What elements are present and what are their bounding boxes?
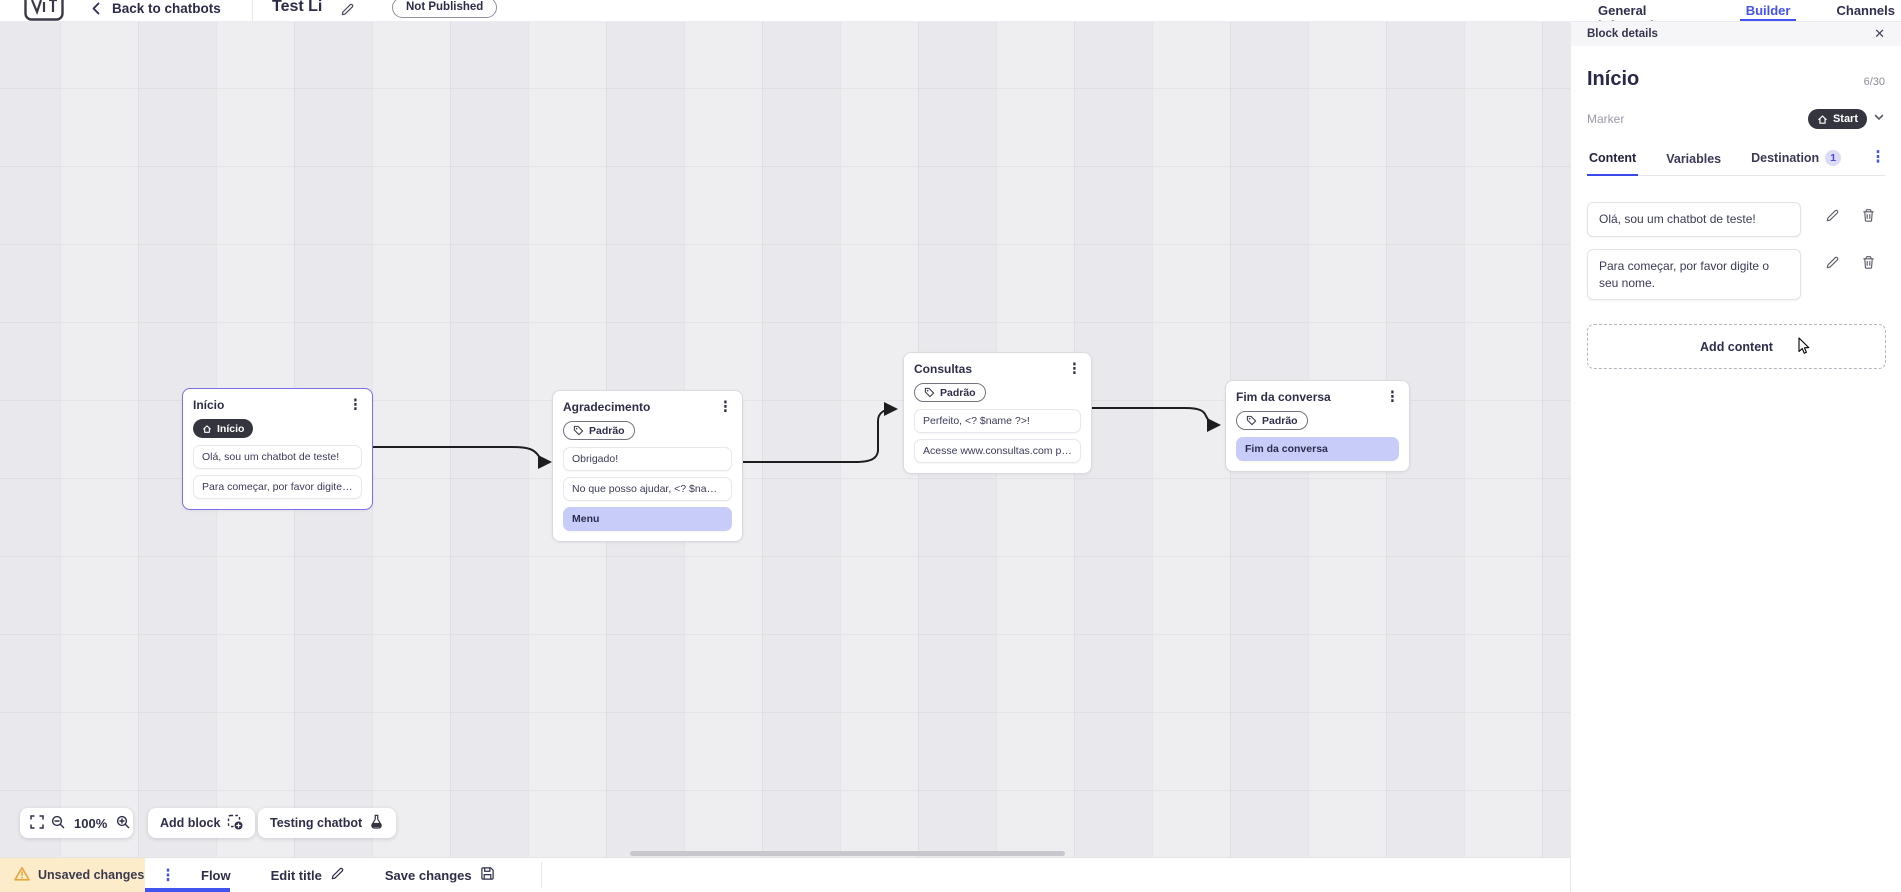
panel-tabs: Content Variables Destination 1 ⋮ — [1587, 147, 1885, 176]
chevron-down-icon[interactable] — [1873, 110, 1885, 128]
flow-block-inicio[interactable]: Início ⋮ Início Olá, sou um chatbot de t… — [182, 388, 373, 510]
home-icon — [1818, 114, 1827, 124]
block-menu-icon[interactable]: ⋮ — [1386, 387, 1399, 406]
block-details-bar: Block details ✕ — [1571, 22, 1901, 46]
content-text-box[interactable]: Olá, sou um chatbot de teste! — [1587, 202, 1801, 237]
padrao-marker-pill: Padrão — [1236, 411, 1308, 430]
tab-flow[interactable]: Flow — [201, 867, 231, 883]
app-logo[interactable] — [24, 0, 64, 21]
block-menu-icon[interactable]: ⋮ — [1068, 359, 1081, 378]
block-title: Consultas — [914, 362, 973, 376]
tab-content[interactable]: Content — [1587, 151, 1639, 176]
block-title: Agradecimento — [563, 400, 651, 414]
tag-icon — [1246, 415, 1257, 426]
zoom-level: 100% — [74, 815, 108, 831]
content-item: Olá, sou um chatbot de teste! — [1587, 202, 1885, 237]
bottom-bar-divider — [540, 862, 542, 888]
tag-icon — [924, 387, 935, 398]
back-to-chatbots-link[interactable]: Back to chatbots — [112, 1, 221, 16]
edit-title-button[interactable]: Edit title — [271, 866, 345, 884]
chatbot-title: Test Li — [272, 0, 323, 15]
content-item: Para começar, por favor digite o seu nom… — [1587, 248, 1885, 301]
panel-menu-icon[interactable]: ⋮ — [1871, 147, 1885, 166]
tab-builder[interactable]: Builder — [1739, 0, 1797, 21]
destination-count-badge: 1 — [1825, 150, 1842, 166]
tab-general-information[interactable]: General information — [1598, 3, 1670, 21]
connection-lines — [373, 402, 1221, 469]
start-marker-pill: Início — [193, 419, 254, 438]
block-row[interactable]: Olá, sou um chatbot de teste! — [193, 444, 362, 469]
zoom-controls: 100% — [20, 808, 133, 838]
tab-channels[interactable]: Channels — [1836, 3, 1895, 18]
block-row[interactable]: Perfeito, <? $name ?>! — [914, 409, 1081, 433]
flow-block-fim-da-conversa[interactable]: Fim da conversa ⋮ Padrão Fim da conversa — [1225, 380, 1410, 472]
content-text-box[interactable]: Para começar, por favor digite o seu nom… — [1587, 248, 1801, 301]
testing-chatbot-button[interactable]: Testing chatbot — [258, 808, 397, 838]
unsaved-changes-indicator: Unsaved changes — [0, 858, 145, 892]
block-row[interactable]: No que posso ajudar, <? $name ... — [563, 477, 732, 501]
header-tabs: General information Builder Channels — [1592, 0, 1901, 21]
block-title: Fim da conversa — [1236, 390, 1331, 404]
flask-icon — [369, 814, 384, 832]
char-counter: 6/30 — [1863, 76, 1885, 88]
padrao-marker-pill: Padrão — [563, 421, 635, 440]
canvas-horizontal-scrollbar[interactable] — [630, 851, 1065, 856]
block-menu-icon[interactable]: ⋮ — [349, 395, 362, 414]
delete-content-icon[interactable] — [1861, 208, 1876, 228]
padrao-marker-pill: Padrão — [914, 383, 986, 402]
tab-variables[interactable]: Variables — [1666, 152, 1722, 166]
bottom-bar: Unsaved changes ⋮ Flow Edit title Save c… — [0, 857, 1570, 892]
fullscreen-icon[interactable] — [30, 814, 44, 832]
edit-title-pencil-icon[interactable] — [340, 2, 355, 21]
pencil-icon — [330, 866, 345, 884]
edit-content-icon[interactable] — [1825, 255, 1840, 275]
edit-content-icon[interactable] — [1825, 208, 1840, 228]
save-icon — [480, 866, 495, 884]
warning-icon — [14, 866, 30, 885]
status-badge: Not Published — [392, 0, 498, 18]
zoom-in-icon[interactable] — [116, 815, 130, 832]
block-menu-icon[interactable]: ⋮ — [719, 397, 732, 416]
add-block-button[interactable]: Add block — [148, 808, 256, 838]
block-row-menu[interactable]: Fim da conversa — [1236, 437, 1399, 461]
flow-tab-underline — [145, 888, 230, 892]
zoom-out-icon[interactable] — [51, 815, 65, 832]
flow-block-consultas[interactable]: Consultas ⋮ Padrão Perfeito, <? $name ?>… — [903, 352, 1092, 474]
block-details-title: Block details — [1587, 28, 1658, 40]
block-row-menu[interactable]: Menu — [563, 507, 732, 531]
block-name-field[interactable]: Início — [1587, 68, 1640, 90]
add-block-icon — [227, 814, 243, 833]
marker-label: Marker — [1587, 112, 1625, 126]
block-row[interactable]: Para começar, por favor digite o ... — [193, 474, 362, 499]
close-icon[interactable]: ✕ — [1874, 26, 1885, 41]
block-row[interactable]: Obrigado! — [563, 447, 732, 471]
block-details-panel: Block details ✕ Início 6/30 Marker Start… — [1570, 22, 1901, 892]
marker-start-pill[interactable]: Start — [1807, 109, 1867, 129]
block-title: Início — [193, 398, 225, 412]
top-header: Back to chatbots Test Li Not Published G… — [0, 0, 1901, 22]
flow-block-agradecimento[interactable]: Agradecimento ⋮ Padrão Obrigado! No que … — [552, 390, 743, 542]
block-row[interactable]: Acesse www.consultas.com par... — [914, 439, 1081, 463]
tab-destination[interactable]: Destination 1 — [1749, 150, 1843, 175]
bottom-menu-icon[interactable]: ⋮ — [161, 865, 175, 884]
header-divider — [252, 0, 253, 21]
delete-content-icon[interactable] — [1861, 255, 1876, 275]
add-content-button[interactable]: Add content — [1587, 324, 1886, 370]
back-chevron-icon[interactable] — [90, 2, 103, 20]
flow-canvas[interactable]: Início ⋮ Início Olá, sou um chatbot de t… — [0, 22, 1570, 857]
home-icon — [203, 424, 211, 433]
save-changes-button[interactable]: Save changes — [385, 866, 495, 884]
tag-icon — [573, 425, 584, 436]
